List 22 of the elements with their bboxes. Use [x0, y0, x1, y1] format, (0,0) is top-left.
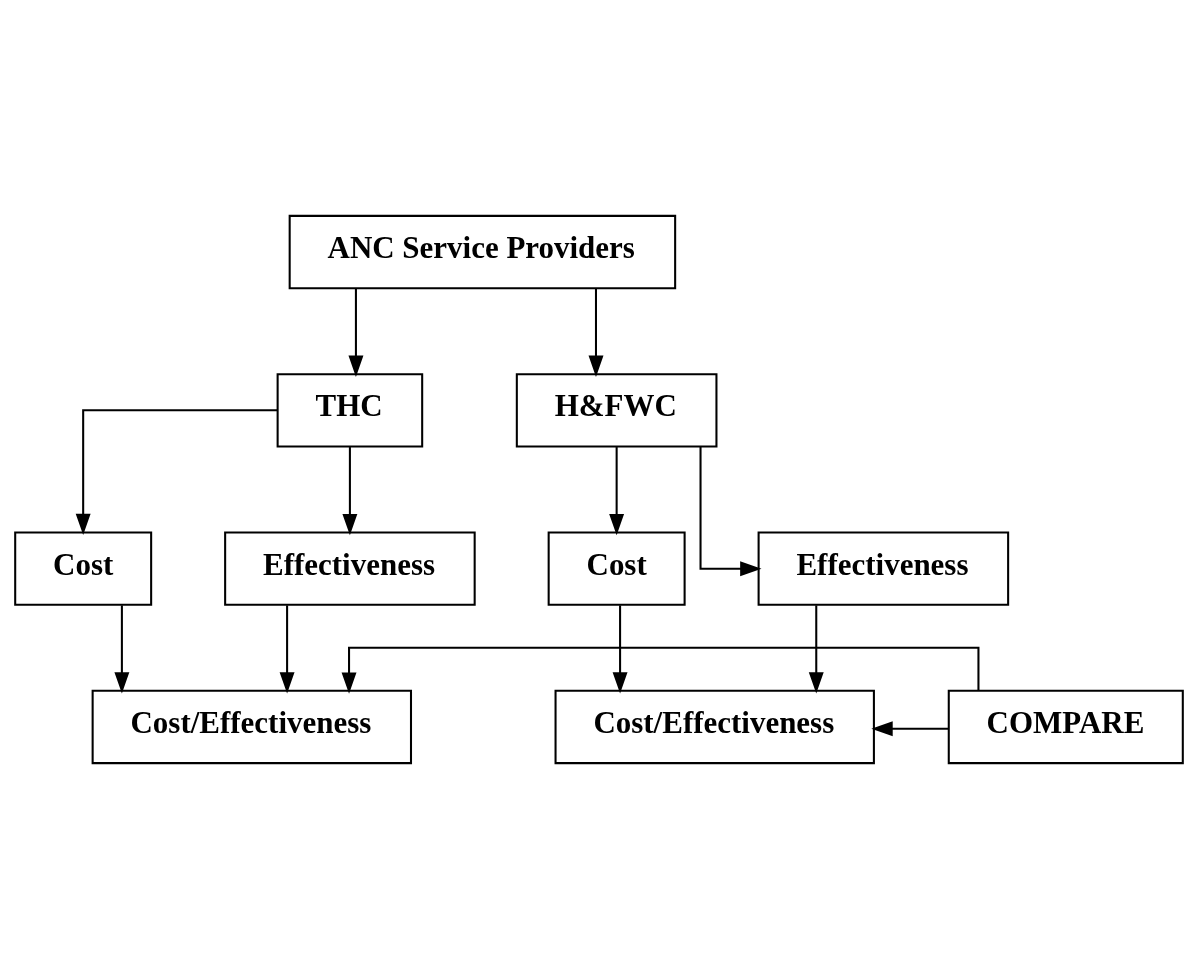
arrow [75, 408, 278, 535]
node-box: Cost [547, 531, 686, 606]
arrow [699, 446, 762, 576]
node-box: Effectiveness [224, 531, 476, 606]
node-box: ANC Service Providers [288, 214, 677, 289]
arrow [342, 446, 358, 535]
arrow [609, 446, 625, 535]
arrow [871, 720, 949, 736]
node-box: H&FWC [515, 372, 718, 447]
arrow [348, 288, 364, 377]
node-box: THC [276, 372, 424, 447]
arrow [588, 288, 604, 377]
node-box: Cost/Effectiveness [554, 689, 875, 764]
node-box: Cost [14, 531, 153, 606]
node-box: COMPARE [947, 689, 1184, 764]
node-box: Effectiveness [757, 531, 1010, 606]
arrow [114, 604, 130, 694]
node-box: Cost/Effectiveness [91, 689, 413, 764]
arrow [808, 604, 824, 694]
arrow [341, 646, 980, 694]
arrow [612, 604, 628, 694]
arrow [279, 604, 295, 694]
